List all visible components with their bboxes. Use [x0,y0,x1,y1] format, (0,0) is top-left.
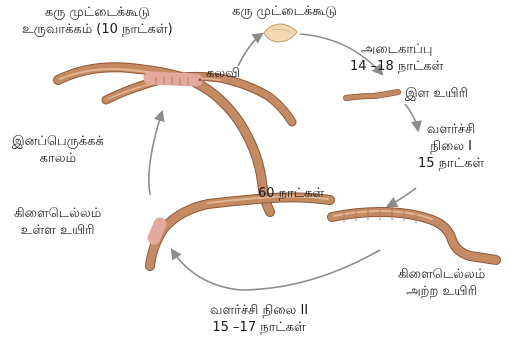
growth-stage-1-label: வளர்ச்சி நிலை I 15 நாட்கள் [418,121,484,172]
juvenile-worm-illustration [346,92,398,98]
non-clitellate-worm-illustration [332,210,496,260]
cocoon-illustration [264,24,297,42]
cocoon-formation-label-line2: உருவாக்கம் (10 நாட்கள்) [22,21,173,38]
breeding-period-label-line2: காலம் [12,150,104,167]
growth-stage-2-label-line2: 15 –17 நாட்கள் [210,319,308,336]
growth-stage-1-label-line2: நிலை I [418,138,484,155]
growth-stage-1-label-line1: வளர்ச்சி [418,121,484,138]
cocoon-label: கரு முட்டைக்கூடு [232,3,337,20]
cocoon-formation-label: கரு முட்டைக்கூடு உருவாக்கம் (10 நாட்கள்) [22,4,173,38]
non-clitellate-label-line1: கிளைடெல்லம் [398,266,485,283]
clitellate-label-line1: கிளைடெல்லம் [14,205,101,222]
mating-label: கலவி [206,65,240,82]
clitellate-label: கிளைடெல்லம் உள்ள உயிரி [14,205,101,239]
cocoon-formation-label-line1: கரு முட்டைக்கூடு [22,4,173,21]
growth-stage-2-label: வளர்ச்சி நிலை II 15 –17 நாட்கள் [210,302,308,336]
arrow-clitellate-to-breeding [149,112,162,195]
clitellate-label-line2: உள்ள உயிரி [14,222,101,239]
non-clitellate-label: கிளைடெல்லம் அற்ற உயிரி [398,266,485,300]
breeding-period-label-line1: இனப்பெருக்கக் [12,133,104,150]
breeding-period-label: இனப்பெருக்கக் காலம் [12,133,104,167]
incubation-label: அடைகாப்பு 14 –18 நாட்கள் [350,41,443,75]
growth-stage-2-label-line1: வளர்ச்சி நிலை II [210,302,308,319]
clitellate-worm-illustration [150,196,330,266]
incubation-label-line1: அடைகாப்பு [350,41,443,58]
arrow-growth-1-to-adult [388,188,416,206]
non-clitellate-label-line2: அற்ற உயிரி [398,283,485,300]
growth-stage-1-label-line3: 15 நாட்கள் [418,155,484,172]
incubation-label-line2: 14 –18 நாட்கள் [350,58,443,75]
sixty-days-label: 60 நாட்கள் [258,185,324,202]
mating-point-marker [199,79,202,82]
juvenile-label: இள உயிரி [405,85,468,102]
arrow-juvenile-to-growth-1 [405,104,418,130]
arrow-growth-2 [172,250,380,290]
arrow-mating-to-cocoon [238,34,262,66]
